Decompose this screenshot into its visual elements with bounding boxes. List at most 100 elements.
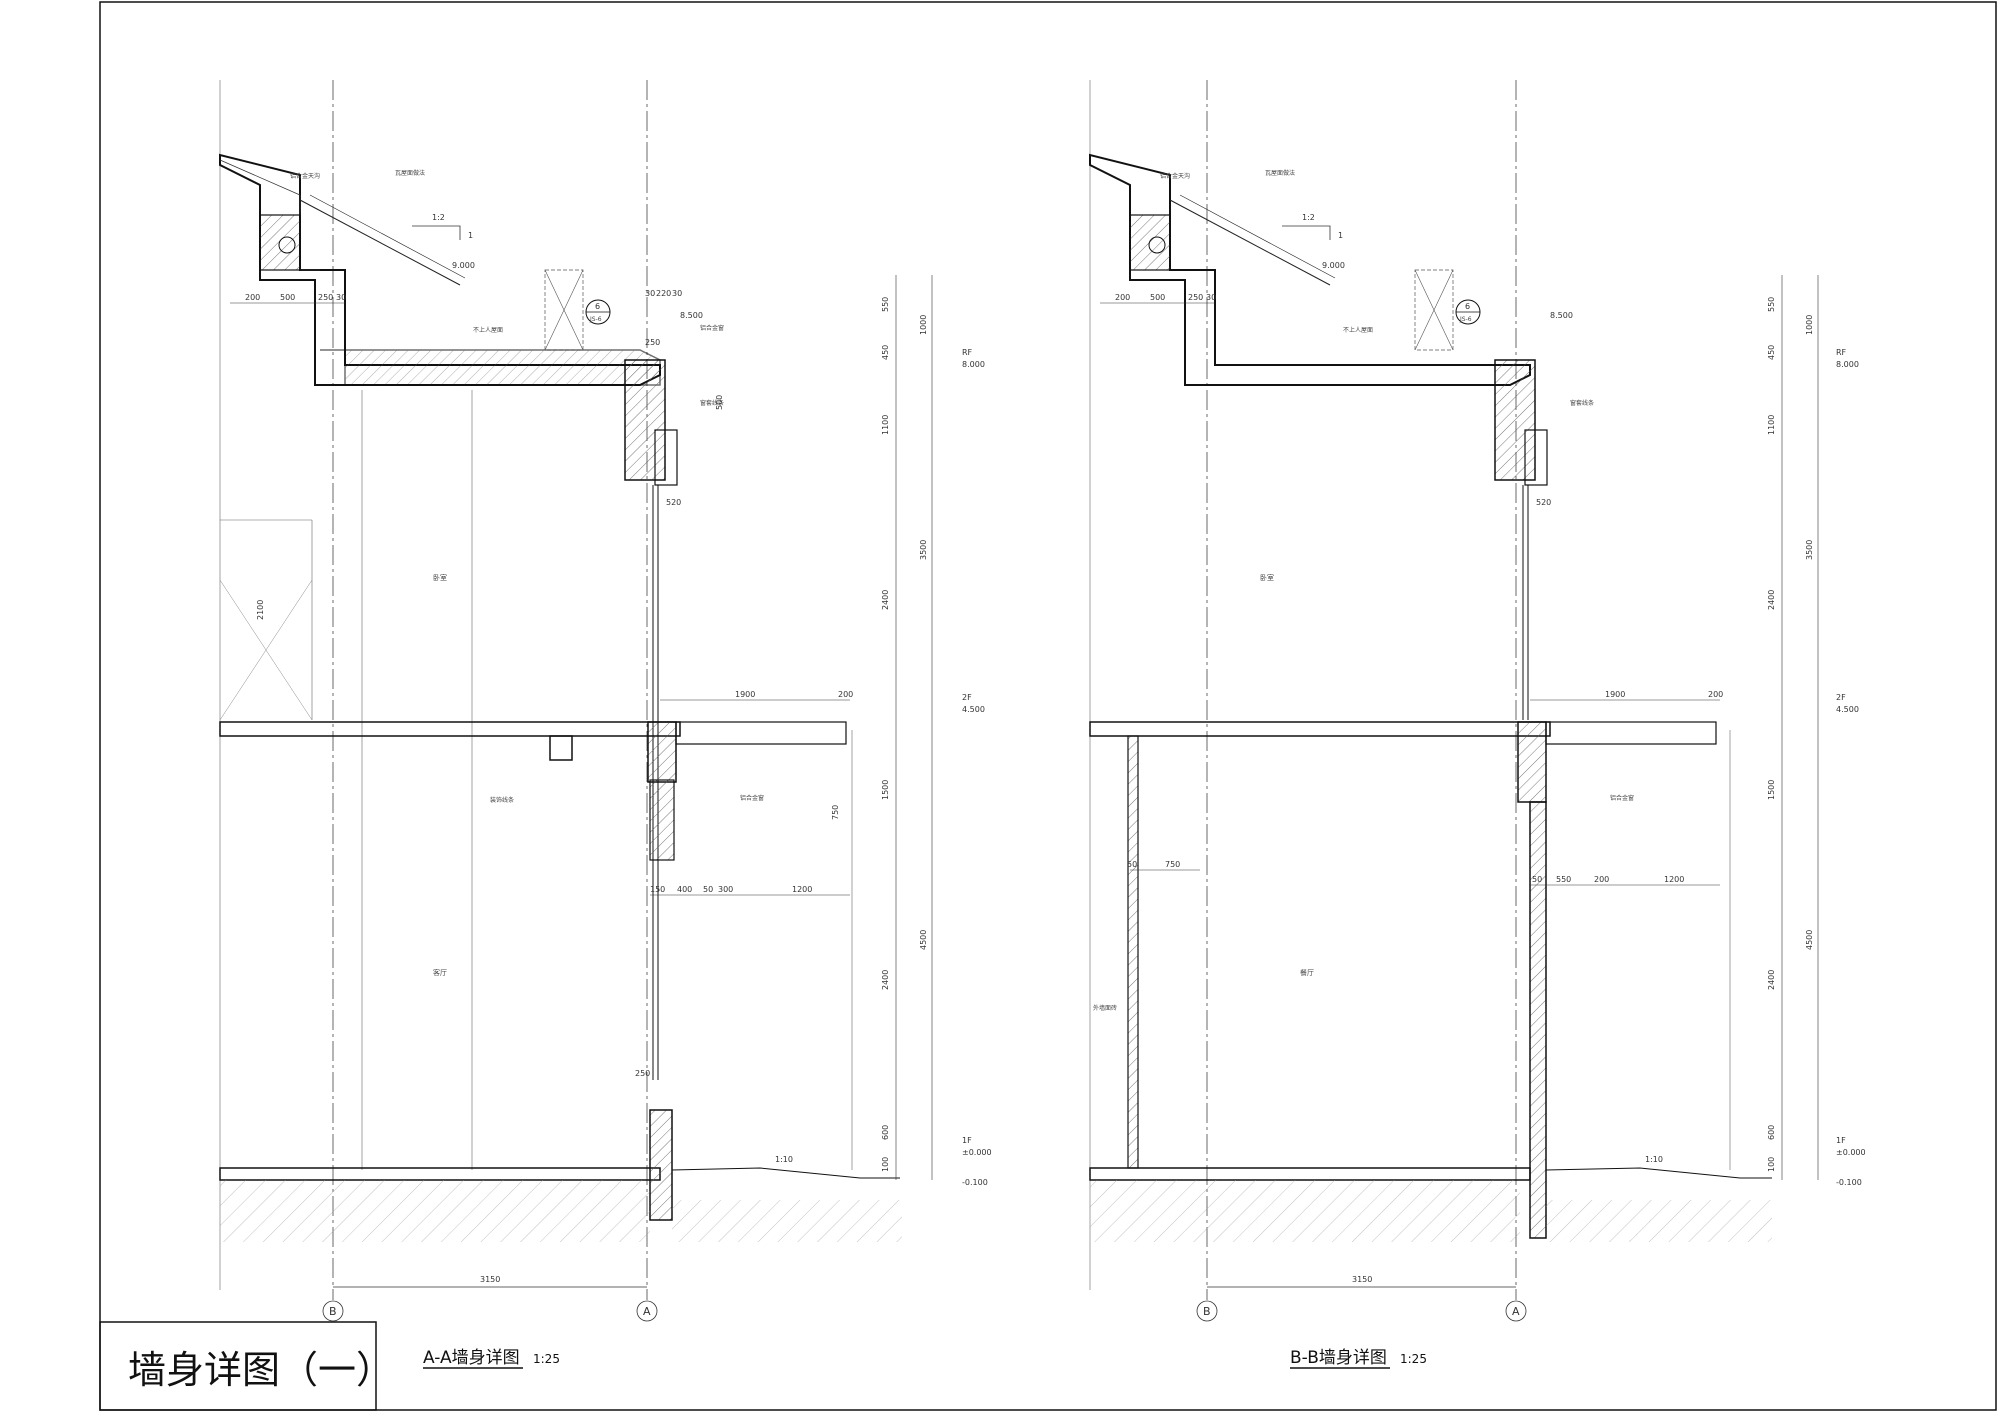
dim-label: 520 xyxy=(1536,498,1551,507)
dim-label: 2100 xyxy=(256,600,265,620)
grid-label-b: B xyxy=(1203,1305,1211,1318)
dim-label: 200 xyxy=(838,690,853,699)
dim-label: 150 xyxy=(650,885,665,894)
gutter-wall xyxy=(1129,214,1171,271)
dim-label: 200 xyxy=(1708,690,1723,699)
dim-label: 1100 xyxy=(1767,415,1776,435)
grid-bubble-a xyxy=(636,1300,658,1322)
dim-label: 400 xyxy=(677,885,692,894)
note: 铝合金窗 xyxy=(740,794,764,802)
edge-beam xyxy=(1517,721,1547,803)
window-box xyxy=(654,429,678,486)
dim-label: 1200 xyxy=(792,885,812,894)
ground-earth xyxy=(1546,1200,1772,1242)
detail-ref: JS-6 xyxy=(589,316,602,323)
roof-slope-line xyxy=(1179,194,1336,279)
gutter-drain xyxy=(278,236,296,254)
view-a-a: 550 450 1000 1100 3500 2400 1500 4500 24… xyxy=(219,80,992,1369)
window-box xyxy=(1524,429,1548,486)
interior-line xyxy=(219,579,313,721)
view-label: B-B墙身详图 xyxy=(1290,1348,1387,1368)
dim-label: 220 xyxy=(656,289,671,298)
slope-label: 1:10 xyxy=(775,1155,793,1164)
level-tag: 2F xyxy=(1836,693,1846,702)
dim-label: 50 xyxy=(1532,875,1542,884)
dim-label: 1500 xyxy=(881,780,890,800)
span-dim: 3150 xyxy=(1352,1275,1372,1284)
dim-label: 1900 xyxy=(1605,690,1625,699)
slope-triangle xyxy=(1282,225,1331,240)
detail-number: 6 xyxy=(595,302,600,311)
dim-label: 100 xyxy=(1767,1157,1776,1172)
grid-bubble-b xyxy=(1196,1300,1218,1322)
ground-earth xyxy=(1090,1180,1520,1242)
dim-label: 1900 xyxy=(735,690,755,699)
note: 不上人屋面 xyxy=(1343,326,1373,334)
note: 铝合金天沟 xyxy=(1160,172,1190,180)
dim-label: 1200 xyxy=(1664,875,1684,884)
level-value: ±0.000 xyxy=(962,1148,992,1157)
vent-symbol xyxy=(544,269,584,351)
room-label: 卧室 xyxy=(1260,573,1274,582)
dim-label: 500 xyxy=(1150,293,1165,302)
level-value: -0.100 xyxy=(1836,1178,1862,1187)
dim-label: 200 xyxy=(245,293,260,302)
floor-slab-2f xyxy=(219,721,681,737)
grid-label-b: B xyxy=(329,1305,337,1318)
dim-label: 30 xyxy=(672,289,682,298)
dim-label: 500 xyxy=(715,395,724,410)
note: 瓦屋面做法 xyxy=(395,169,425,177)
note: 铝合金天沟 xyxy=(290,172,320,180)
slope-ratio: 1 xyxy=(468,231,473,240)
level-value: 8.500 xyxy=(1550,311,1573,320)
gutter-drain xyxy=(1148,236,1166,254)
title-box xyxy=(99,1321,377,1411)
roof-slope-line xyxy=(299,199,461,286)
roof-parapet xyxy=(624,359,666,481)
note: 窗套线条 xyxy=(700,399,724,407)
dim-label: 550 xyxy=(881,297,890,312)
note: 装饰线条 xyxy=(490,796,514,804)
dim-label: 30 xyxy=(336,293,346,302)
dim-label: 1000 xyxy=(1805,315,1814,335)
roof-slab xyxy=(320,349,661,386)
dim-label: 30 xyxy=(645,289,655,298)
dim-label: 50 xyxy=(1127,860,1137,869)
grid-bubble-b xyxy=(322,1300,344,1322)
dim-label: 4500 xyxy=(1805,930,1814,950)
dim-label: 250 xyxy=(318,293,333,302)
dim-label: 450 xyxy=(1767,345,1776,360)
level-tag: 1F xyxy=(1836,1136,1846,1145)
ground-earth xyxy=(220,1180,650,1242)
level-value: 4.500 xyxy=(962,705,985,714)
note: 窗套线条 xyxy=(1570,399,1594,407)
note: 铝合金窗 xyxy=(1610,794,1634,802)
detail-number: 6 xyxy=(1465,302,1470,311)
dim-label: 500 xyxy=(280,293,295,302)
exterior-wall xyxy=(1529,801,1547,1239)
dim-label: 600 xyxy=(1767,1125,1776,1140)
dim-label: 200 xyxy=(1594,875,1609,884)
dim-label: 30 xyxy=(1206,293,1216,302)
room-label: 客厅 xyxy=(433,968,447,977)
edge-beam xyxy=(647,721,677,783)
floor-slab-2f xyxy=(1089,721,1551,737)
level-value: 8.500 xyxy=(680,311,703,320)
dim-label: 520 xyxy=(666,498,681,507)
vent-symbol xyxy=(544,269,584,351)
room-label: 餐厅 xyxy=(1300,968,1314,977)
view-scale: 1:25 xyxy=(1400,1352,1427,1366)
window-box xyxy=(649,779,675,861)
slope-label: 1:10 xyxy=(1645,1155,1663,1164)
gutter-wall xyxy=(259,214,301,271)
grid-bubble-a xyxy=(1505,1300,1527,1322)
room-label: 卧室 xyxy=(433,573,447,582)
level-value: 8.000 xyxy=(962,360,985,369)
sheet-title: 墙身详图（一） xyxy=(128,1348,394,1392)
level-tag: 1F xyxy=(962,1136,972,1145)
dim-label: 1000 xyxy=(919,315,928,335)
dim-label: 50 xyxy=(703,885,713,894)
floor-slab-1f xyxy=(1089,1167,1531,1181)
slope-ratio: 1 xyxy=(1338,231,1343,240)
